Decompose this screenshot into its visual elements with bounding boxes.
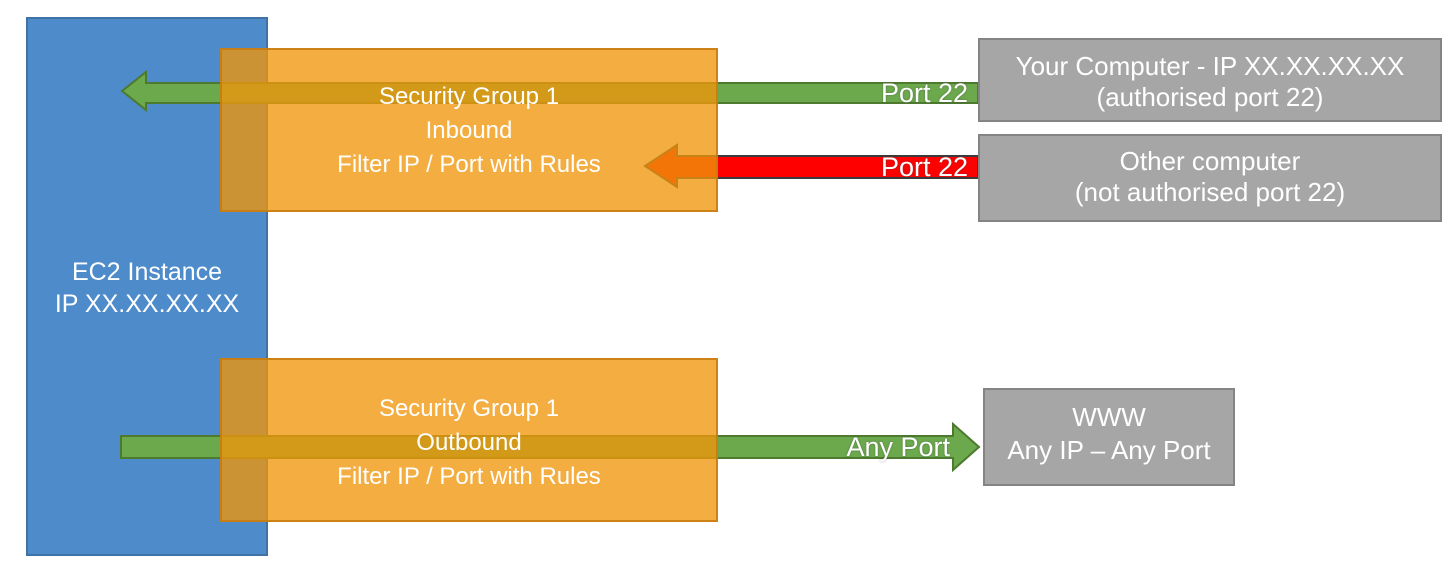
outbound-group-name: Security Group 1	[378, 395, 560, 422]
your-computer-name: Your Computer - IP XX.XX.XX.XX	[1015, 51, 1405, 81]
inbound-group-name: Security Group 1	[378, 83, 560, 110]
your-computer-note: (authorised port 22)	[1096, 82, 1324, 112]
ec2-instance-label: EC2 Instance IP XX.XX.XX.XX	[26, 256, 268, 320]
www-label: WWW Any IP – Any Port	[983, 401, 1235, 467]
inbound-group-direction: Inbound	[425, 117, 513, 144]
other-computer-label: Other computer (not authorised port 22)	[978, 146, 1442, 208]
outbound-port-label: Any Port	[846, 432, 950, 462]
outbound-group-rule: Filter IP / Port with Rules	[337, 463, 601, 490]
www-name: WWW	[1072, 402, 1146, 432]
www-box	[983, 388, 1235, 486]
security-group-inbound-box	[220, 48, 718, 212]
inbound-allowed-port-label: Port 22	[880, 78, 968, 108]
ec2-instance-ip: IP XX.XX.XX.XX	[54, 290, 240, 318]
other-computer-note: (not authorised port 22)	[1074, 177, 1346, 207]
inbound-group-rule: Filter IP / Port with Rules	[337, 151, 601, 178]
ec2-instance-name: EC2 Instance	[71, 258, 223, 286]
outbound-group-label: Security Group 1 Outbound Filter IP / Po…	[220, 392, 718, 494]
www-note: Any IP – Any Port	[1007, 435, 1211, 465]
inbound-blocked-port-label: Port 22	[880, 152, 968, 182]
inbound-group-label: Security Group 1 Inbound Filter IP / Por…	[220, 80, 718, 182]
outbound-group-direction: Outbound	[416, 429, 522, 456]
your-computer-label: Your Computer - IP XX.XX.XX.XX (authoris…	[978, 51, 1442, 113]
security-group-outbound-box	[220, 358, 718, 522]
other-computer-name: Other computer	[1119, 146, 1301, 176]
your-computer-box	[978, 38, 1442, 122]
other-computer-box	[978, 134, 1442, 222]
